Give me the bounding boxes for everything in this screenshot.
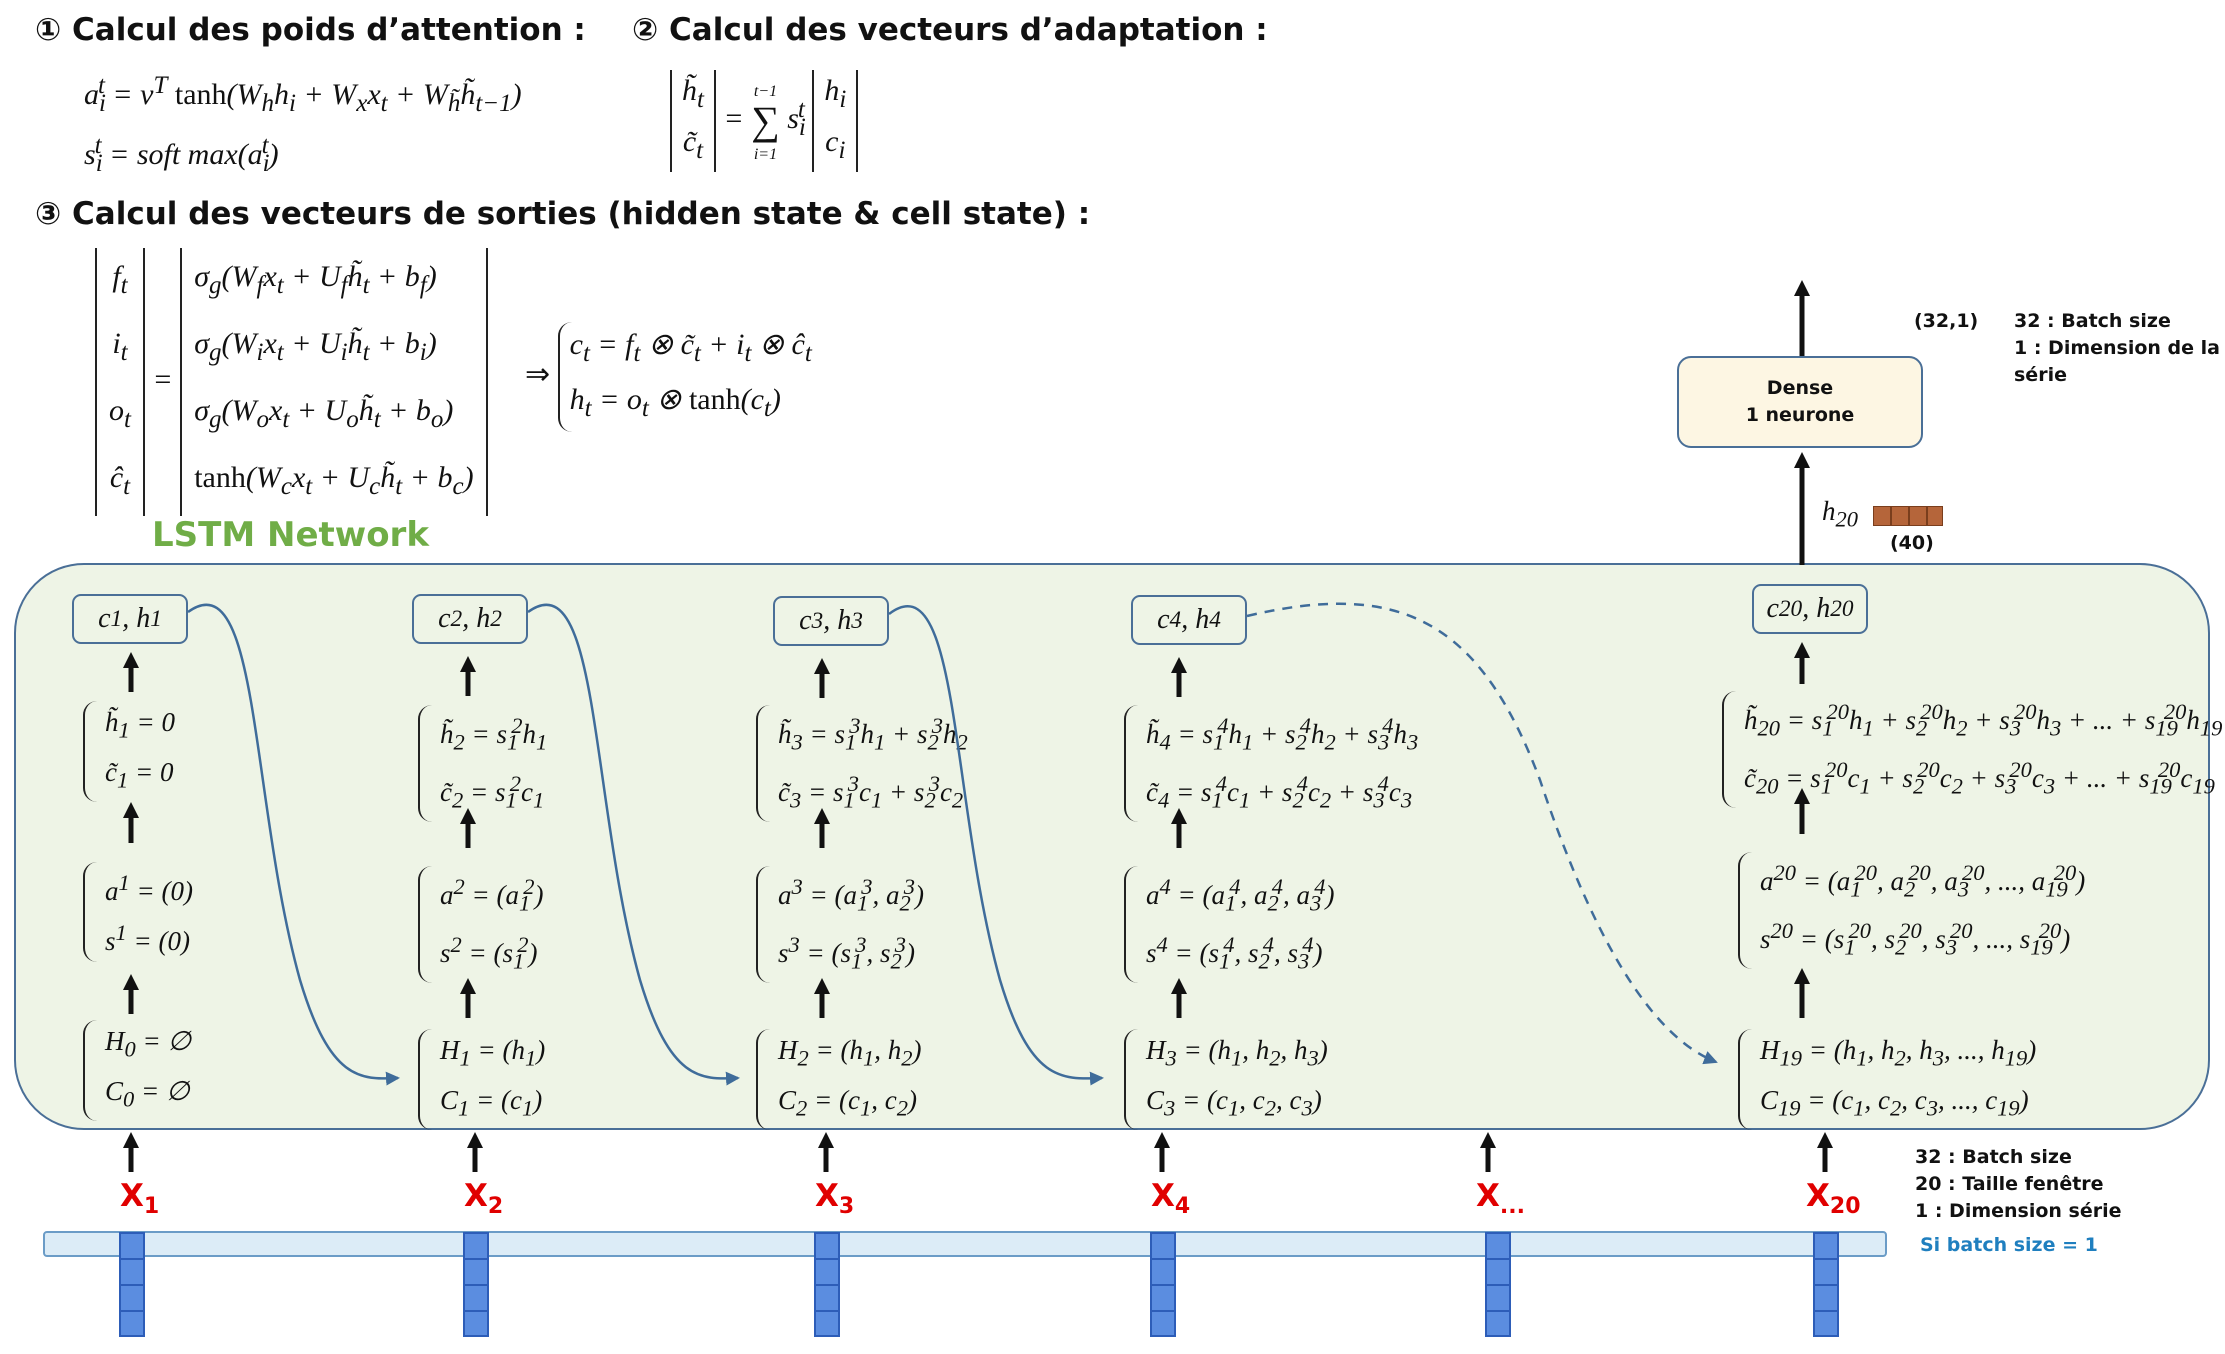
formula-softmax: sit = soft max(ait) bbox=[84, 132, 279, 177]
heading-attention-weights: ① Calcul des poids d’attention : bbox=[35, 12, 586, 48]
flow-arrow-1-to-2 bbox=[187, 603, 400, 1086]
input-note-line: 1 : Dimension série bbox=[1915, 1200, 2122, 1222]
output-note: 32 : Batch size 1 : Dimension de la séri… bbox=[2014, 308, 2220, 389]
history-eq-t1: H0 = ∅C0 = ∅ bbox=[83, 1020, 191, 1121]
lstm-network-panel bbox=[14, 563, 2210, 1130]
input-vector-x3 bbox=[814, 1232, 840, 1337]
attention-eq-t2: a2 = (a12)s2 = (s12) bbox=[418, 866, 543, 983]
dense-layer-box: Dense 1 neurone bbox=[1677, 356, 1923, 448]
hidden-vector-icon bbox=[1873, 506, 1943, 526]
input-vector-x4 bbox=[1150, 1232, 1176, 1337]
attention-eq-t1: a1 = (0)s1 = (0) bbox=[83, 862, 193, 962]
input-vector-x1 bbox=[119, 1232, 145, 1337]
input-label-x3: X3 bbox=[815, 1178, 855, 1220]
input-label-x4: X4 bbox=[1151, 1178, 1191, 1220]
input-label-x2: X2 bbox=[464, 1178, 504, 1220]
hidden-state-h20-label: h20 bbox=[1822, 496, 1858, 532]
history-eq-t2: H1 = (h1)C1 = (c1) bbox=[418, 1029, 545, 1130]
attention-eq-t4: a4 = (a14, a24, a34)s4 = (s14, s24, s34) bbox=[1124, 866, 1334, 983]
input-note-line: 20 : Taille fenêtre bbox=[1915, 1173, 2104, 1195]
hidden-shape: (40) bbox=[1890, 532, 1934, 554]
heading-output-vectors: ③ Calcul des vecteurs de sorties (hidden… bbox=[35, 196, 1091, 232]
input-label-x1: X1 bbox=[120, 1178, 160, 1220]
attention-eq-t3: a3 = (a13, a23)s3 = (s13, s23) bbox=[756, 866, 924, 983]
output-shape: (32,1) bbox=[1914, 310, 1979, 332]
formula-attention-score: ait = vT tanh(Whhi + Wxxt + Wh̃h̃t−1) bbox=[84, 72, 522, 117]
input-vector-x2 bbox=[463, 1232, 489, 1337]
input-vector-xdots bbox=[1485, 1232, 1511, 1337]
flow-arrow-4-to-20 bbox=[1246, 602, 1718, 1065]
input-note-line: 32 : Batch size bbox=[1915, 1146, 2072, 1168]
input-label-x20: X20 bbox=[1806, 1178, 1861, 1220]
output-note-line: 1 : Dimension de la bbox=[2014, 337, 2220, 359]
dense-neurons-label: 1 neurone bbox=[1745, 404, 1855, 426]
output-note-line: série bbox=[2014, 364, 2067, 386]
history-eq-t4: H3 = (h1, h2, h3)C3 = (c1, c2, c3) bbox=[1124, 1029, 1328, 1130]
flow-arrow-3-to-4 bbox=[888, 605, 1104, 1086]
history-eq-t20: H19 = (h1, h2, h3, ..., h19)C19 = (c1, c… bbox=[1738, 1029, 2036, 1130]
heading-adaptation-vectors: ② Calcul des vecteurs d’adaptation : bbox=[632, 12, 1268, 48]
batch-size-note: Si batch size = 1 bbox=[1920, 1234, 2098, 1256]
input-note: 32 : Batch size 20 : Taille fenêtre 1 : … bbox=[1915, 1144, 2122, 1225]
flow-arrow-2-to-3 bbox=[527, 603, 740, 1086]
lstm-network-label: LSTM Network bbox=[152, 515, 429, 555]
dense-label: Dense bbox=[1766, 377, 1834, 399]
input-sequence-bar bbox=[43, 1231, 1887, 1257]
attention-eq-t20: a20 = (a120, a220, a320, ..., a1920)s20 … bbox=[1738, 852, 2085, 969]
output-note-line: 32 : Batch size bbox=[2014, 310, 2171, 332]
input-vector-x20 bbox=[1813, 1232, 1839, 1337]
input-label-xdots: X... bbox=[1476, 1178, 1525, 1220]
history-eq-t3: H2 = (h1, h2)C2 = (c1, c2) bbox=[756, 1029, 921, 1130]
